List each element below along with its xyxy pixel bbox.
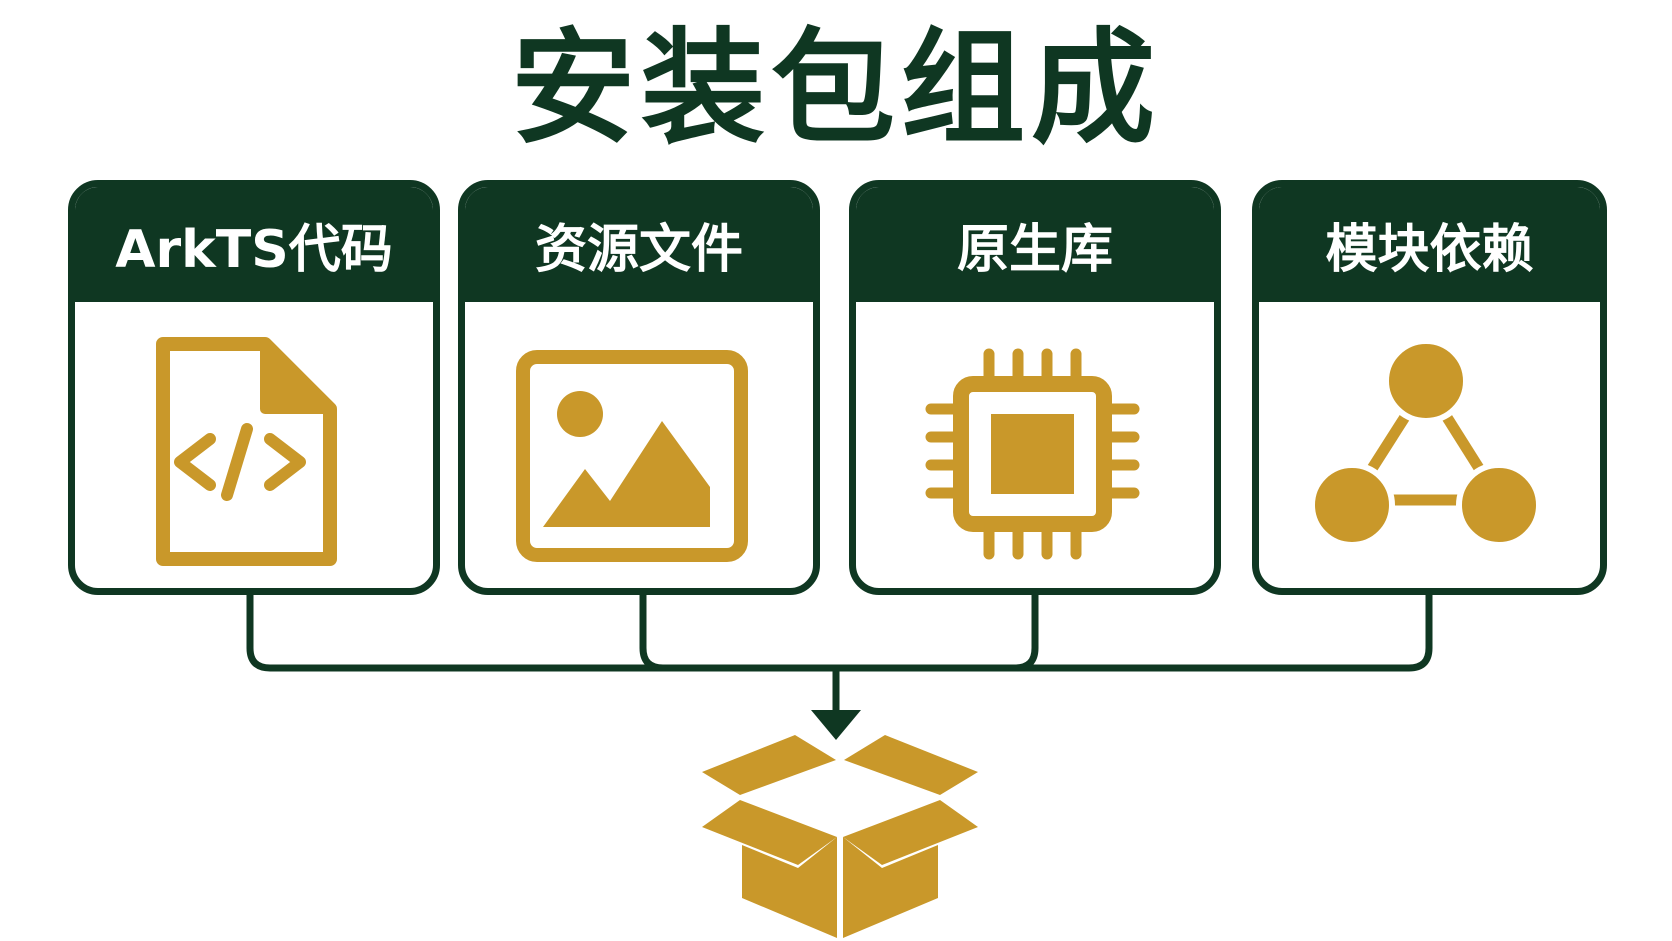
diagram-title: 安装包组成 bbox=[510, 17, 1161, 161]
chip-icon bbox=[925, 348, 1140, 560]
component-card-native-lib: 原生库 bbox=[849, 180, 1221, 595]
component-card-arkts: ArkTS代码 bbox=[68, 180, 440, 595]
dependency-graph-icon bbox=[1309, 338, 1542, 548]
card-label: ArkTS代码 bbox=[75, 187, 433, 309]
card-label: 模块依赖 bbox=[1259, 187, 1600, 309]
component-card-dependencies: 模块依赖 bbox=[1252, 180, 1607, 595]
image-icon bbox=[516, 350, 748, 562]
arrow-down-icon bbox=[811, 710, 861, 740]
card-label: 资源文件 bbox=[465, 187, 813, 309]
component-card-resources: 资源文件 bbox=[458, 180, 820, 595]
open-box-icon bbox=[702, 735, 978, 938]
card-label: 原生库 bbox=[856, 187, 1214, 309]
code-file-icon bbox=[156, 337, 337, 566]
